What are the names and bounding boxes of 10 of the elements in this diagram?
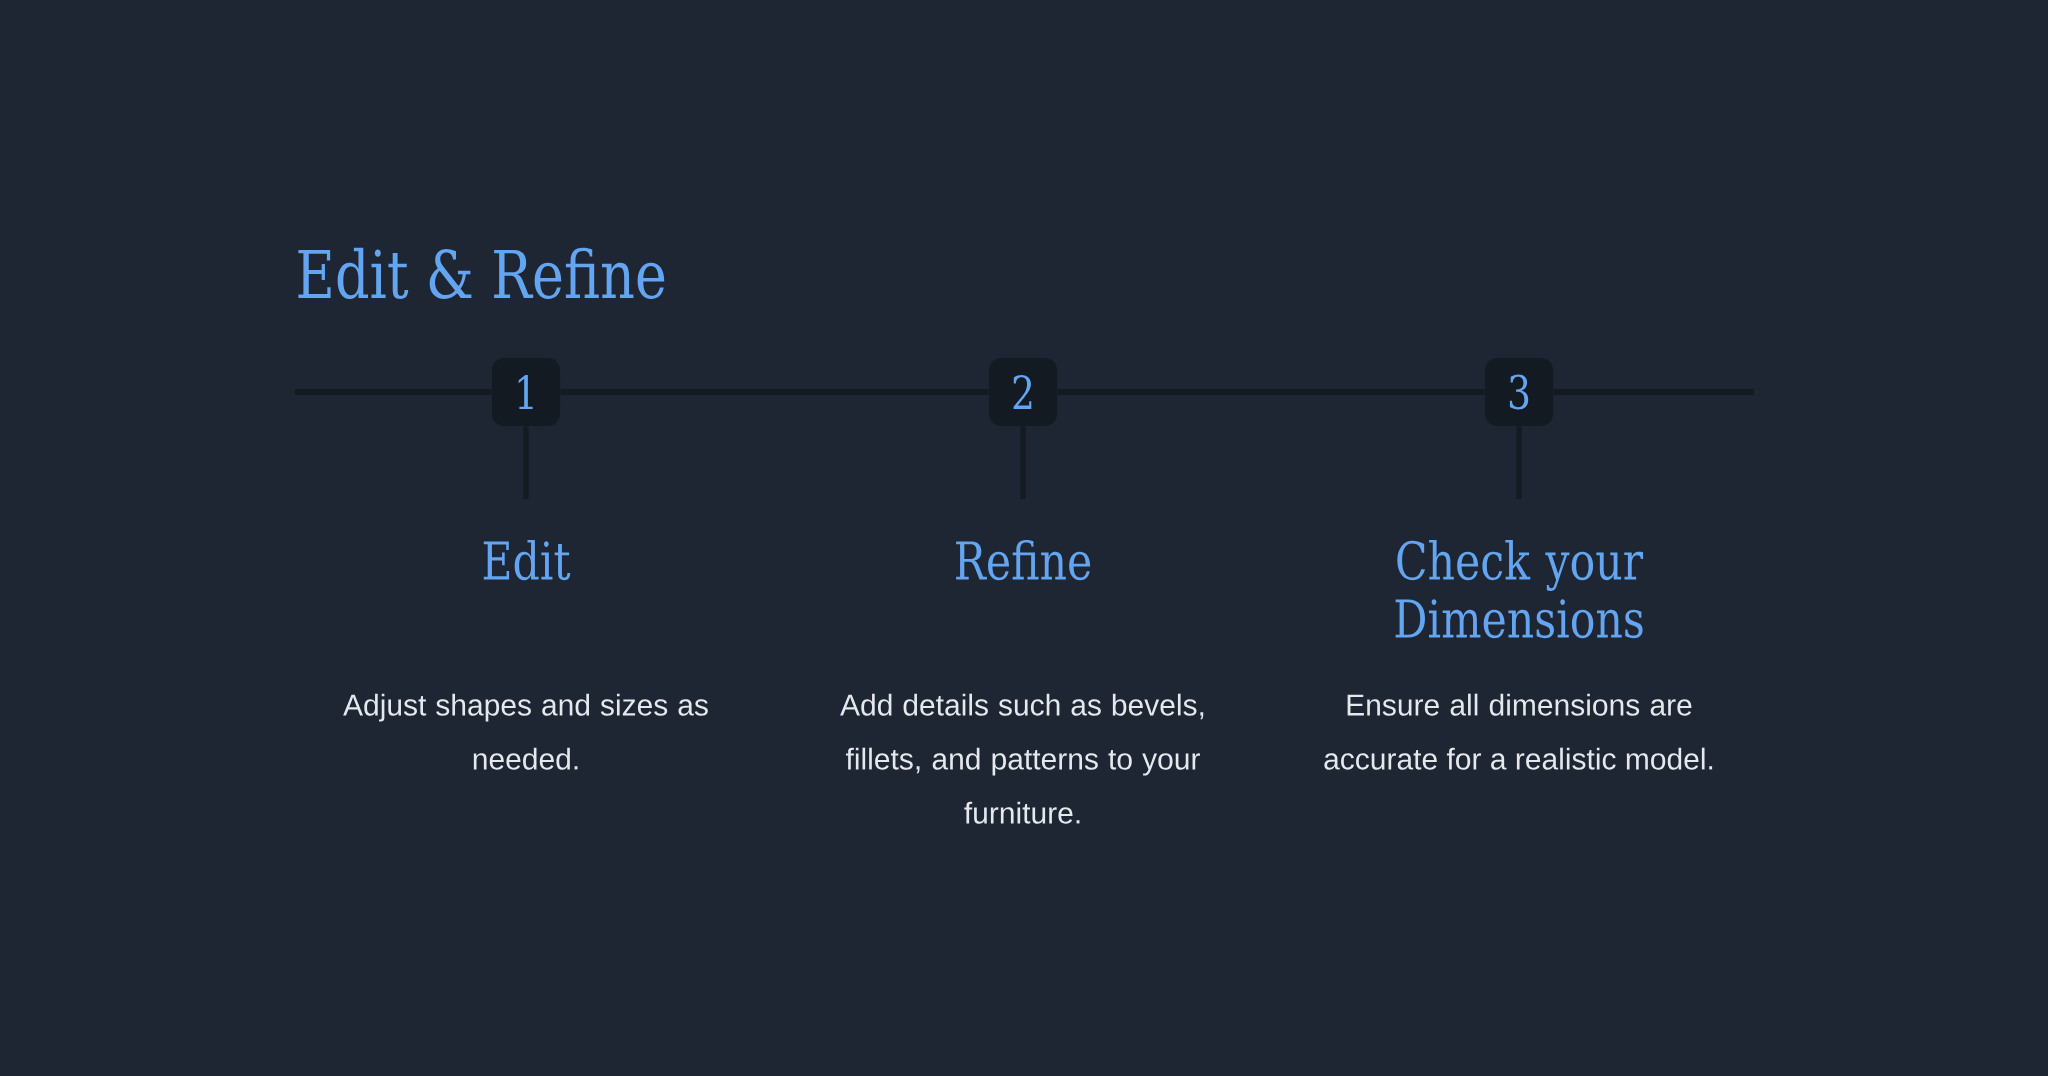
step-description: Add details such as bevels, fillets, and patterns to your furniture. — [840, 693, 1204, 824]
step-number-badge: 3 — [1485, 358, 1554, 426]
step-number-badge: 2 — [989, 358, 1057, 426]
step-description: Adjust shapes and sizes as needed. — [343, 693, 708, 770]
step-description: Ensure all dimensions are accurate for a realistic model. — [1324, 693, 1713, 770]
step-heading: Check your Dimensions — [1395, 539, 1644, 639]
step-heading: Edit — [483, 539, 571, 581]
step-number-badge: 1 — [492, 358, 560, 426]
step-heading: Refine — [956, 539, 1091, 581]
title: Edit & Refine — [298, 247, 665, 299]
